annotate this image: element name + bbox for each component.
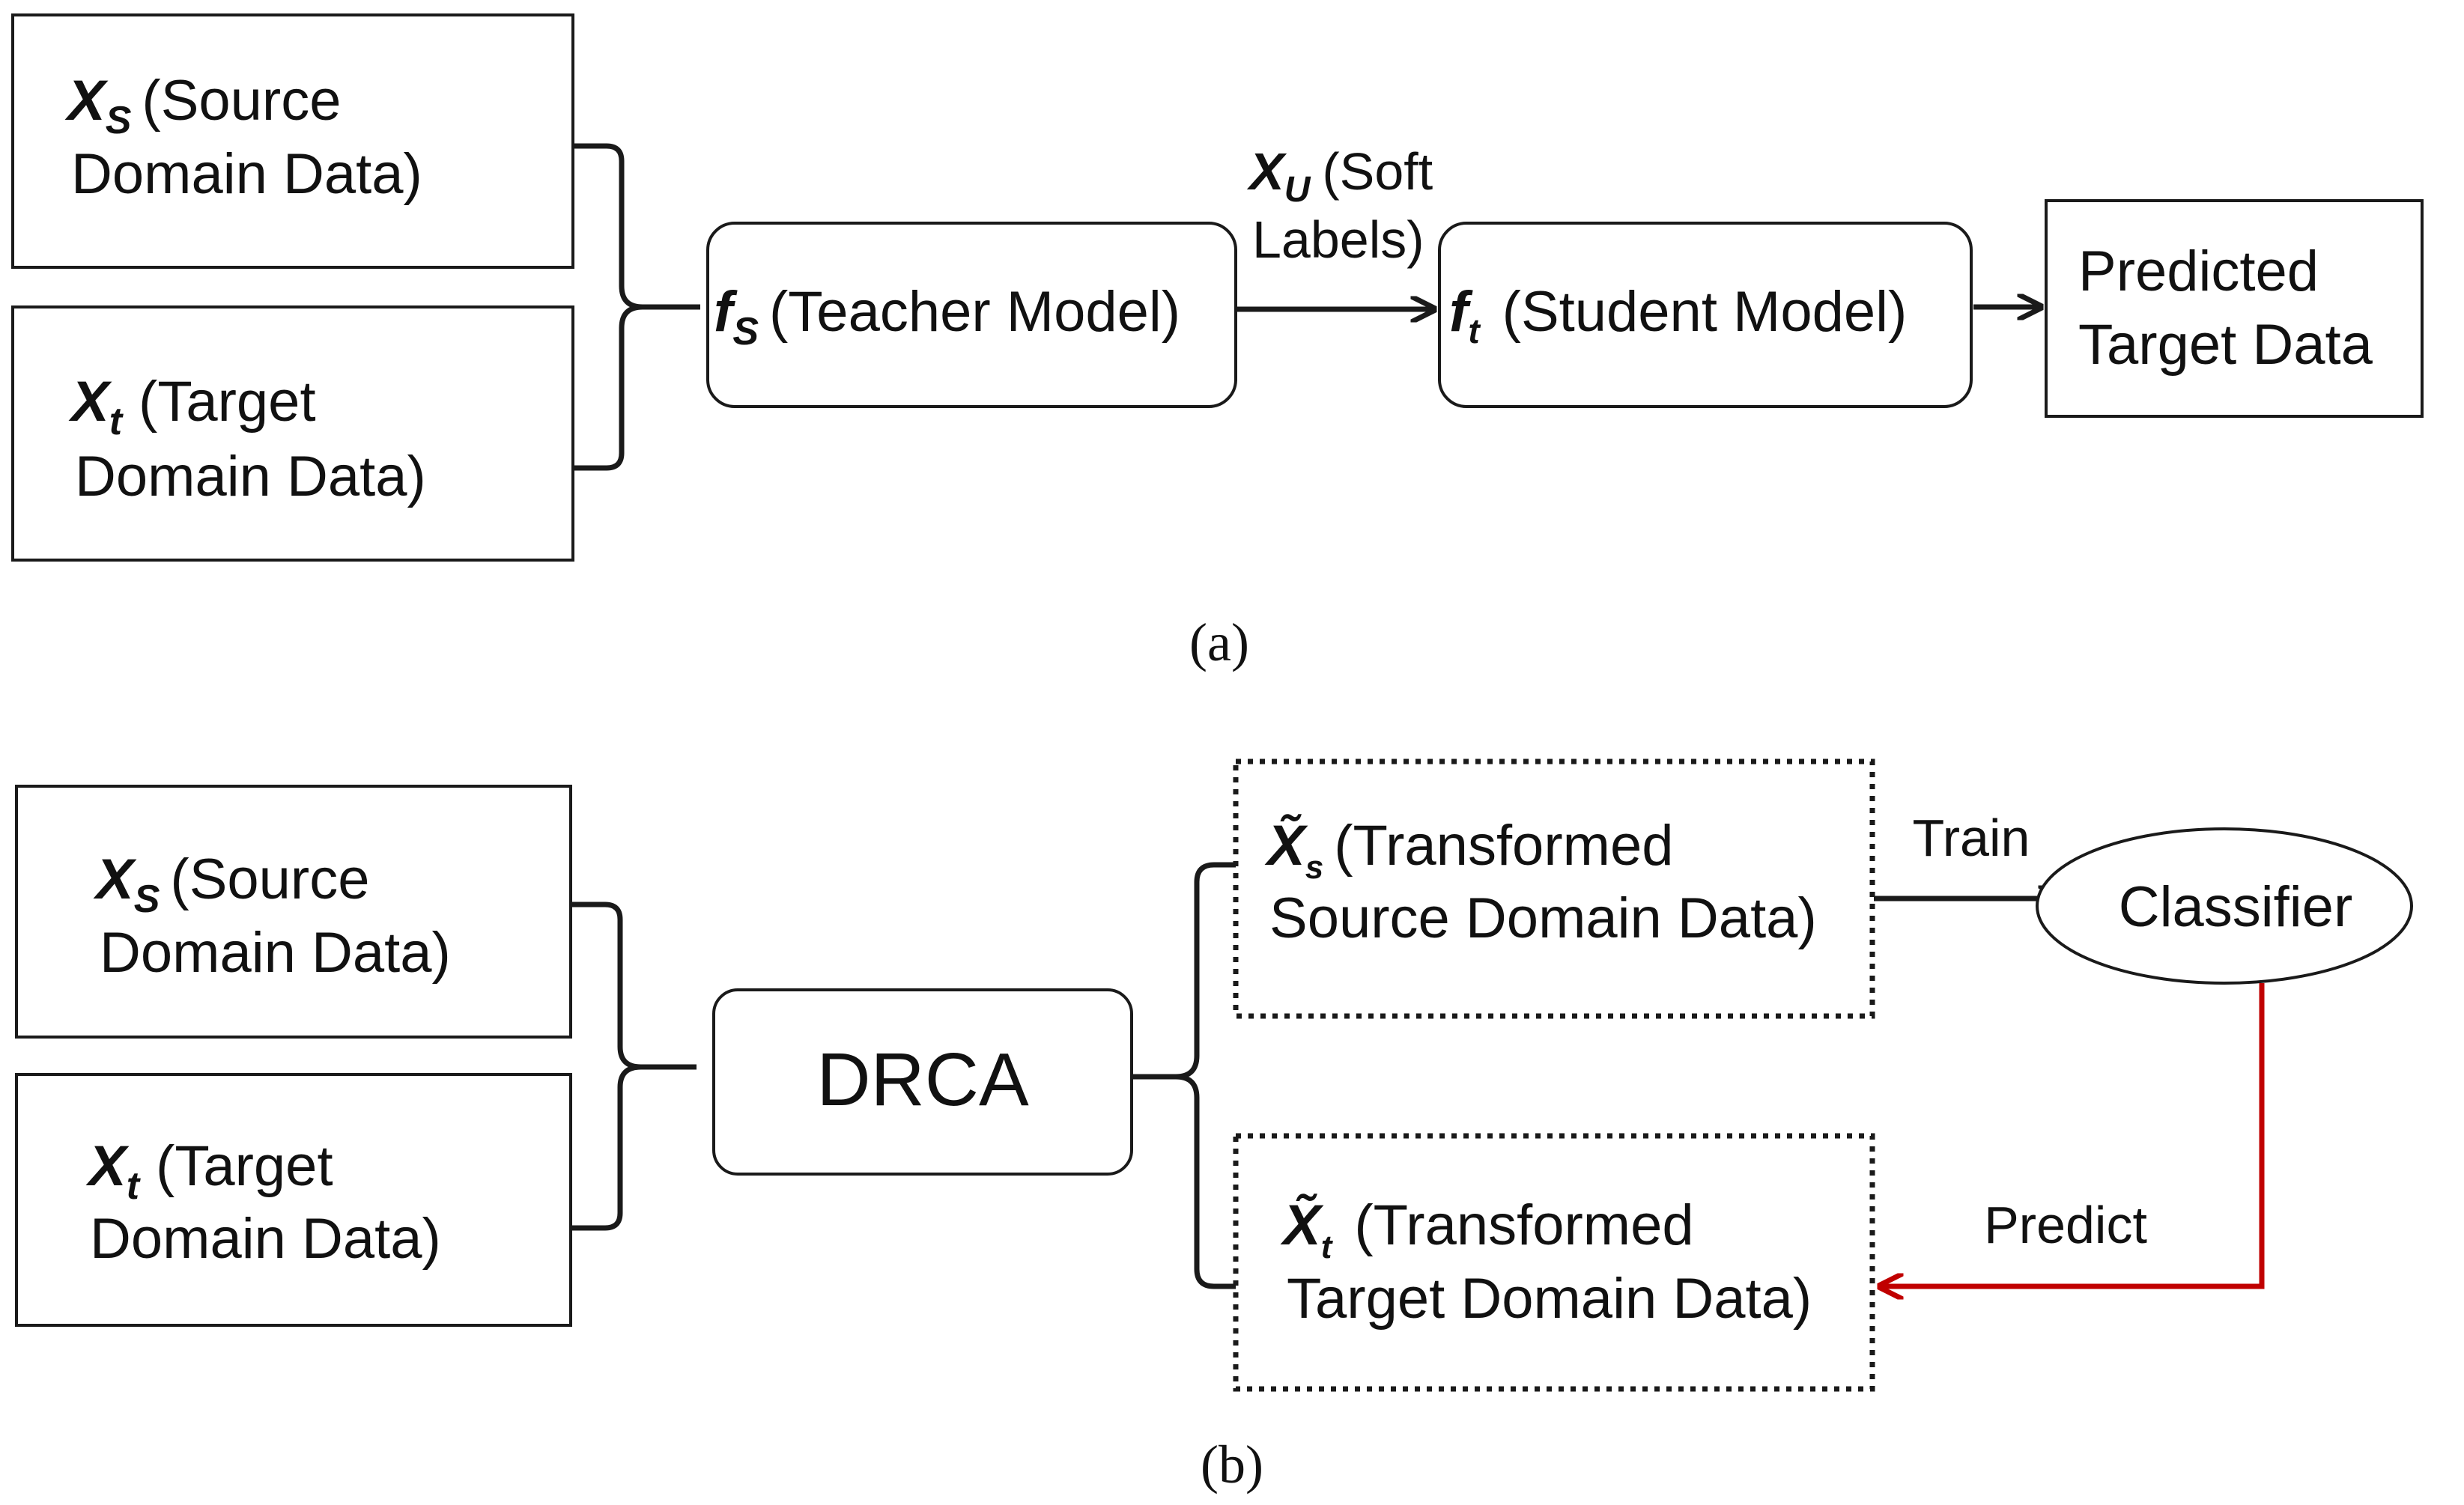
- b-tsource-line1: (Transformed: [1334, 814, 1673, 878]
- b-ttarget-line2: Target Domain Data): [1287, 1267, 1812, 1331]
- a-soft-symbol: X: [1246, 142, 1287, 201]
- a-target-symbol: X: [68, 370, 112, 434]
- b-tsource-subscript: s: [1305, 849, 1323, 886]
- b-drca-label: DRCA: [816, 1038, 1029, 1122]
- svg-text:XU(Soft: XU (Soft: [1246, 142, 1433, 210]
- a-teacher-text: (Teacher Model): [769, 280, 1180, 344]
- a-target-line1: (Target: [139, 370, 316, 434]
- a-input-brace: [573, 143, 700, 471]
- b-source-subscript: S: [134, 878, 160, 921]
- a-teacher-model-box: fS(Teacher Model): [706, 222, 1237, 408]
- a-caption: (a): [1189, 612, 1249, 672]
- svg-text:XS(Source: XS(Source: [93, 848, 370, 921]
- a-soft-subscript: U: [1284, 170, 1311, 210]
- b-source-line2: Domain Data): [100, 921, 451, 985]
- b-drca-box: DRCA: [712, 988, 1133, 1176]
- b-train-label: Train: [1913, 809, 2030, 867]
- a-source-line1: (Source: [142, 69, 341, 133]
- b-ttarget-line1: (Transformed: [1354, 1194, 1693, 1257]
- panel-a: XS(Source Domain Data) Xt(Target Domain …: [11, 13, 2424, 672]
- a-teacher-subscript: S: [732, 310, 759, 353]
- b-ttarget-subscript: t: [1321, 1229, 1334, 1265]
- b-source-domain-box: XS(Source Domain Data): [15, 785, 572, 1039]
- a-predicted-target-box: Predicted Target Data: [2045, 199, 2424, 418]
- b-tsource-symbol: X̃: [1264, 814, 1308, 878]
- svg-text:fS(Teacher Model): fS(Teacher Model): [714, 280, 1180, 353]
- b-source-symbol: X: [93, 848, 137, 911]
- a-predicted-line2: Target Data: [2078, 313, 2373, 377]
- svg-text:ft(Student Model): ft(Student Model): [1449, 280, 1907, 350]
- a-source-symbol: X: [64, 69, 109, 133]
- a-student-subscript: t: [1468, 311, 1481, 350]
- b-transformed-source-box: X̃s (Transformed Source Domain Data): [1233, 758, 1875, 1019]
- a-predicted-line1: Predicted: [2078, 240, 2319, 303]
- a-target-line2: Domain Data): [75, 445, 426, 508]
- b-target-subscript: t: [127, 1164, 142, 1208]
- svg-text:XS(Source: XS(Source: [64, 69, 342, 142]
- b-input-brace: [571, 902, 697, 1231]
- b-target-line2: Domain Data): [90, 1207, 441, 1271]
- b-output-brace: [1133, 862, 1237, 1289]
- svg-text:X̃t(Transformed: X̃t (Transformed: [1280, 1194, 1694, 1265]
- svg-text:X̃s(Transformed: X̃s (Transformed: [1264, 814, 1673, 886]
- a-target-subscript: t: [109, 400, 124, 443]
- panel-b: XS(Source Domain Data) Xt(Target Domain …: [15, 758, 2413, 1495]
- a-source-line2: Domain Data): [71, 142, 422, 206]
- b-classifier-label: Classifier: [2119, 875, 2353, 939]
- b-target-domain-box: Xt (Target Domain Data): [15, 1073, 572, 1327]
- b-ttarget-symbol: X̃: [1280, 1194, 1324, 1257]
- a-soft-line2: Labels): [1252, 210, 1424, 269]
- b-target-line1: (Target: [156, 1134, 333, 1198]
- b-target-symbol: X: [85, 1134, 130, 1198]
- b-source-line1: (Source: [170, 848, 369, 911]
- a-source-domain-box: XS(Source Domain Data): [11, 13, 574, 269]
- b-predict-label: Predict: [1984, 1196, 2147, 1254]
- b-tsource-line2: Source Domain Data): [1269, 887, 1817, 950]
- a-source-subscript: S: [106, 99, 132, 142]
- a-target-domain-box: Xt (Target Domain Data): [11, 305, 574, 562]
- a-soft-labels-label: XU (Soft Labels): [1246, 142, 1433, 269]
- b-classifier-node: Classifier: [2036, 827, 2413, 985]
- b-caption: (b): [1201, 1435, 1263, 1495]
- b-transformed-target-box: X̃t (Transformed Target Domain Data): [1233, 1133, 1875, 1392]
- a-student-text: (Student Model): [1502, 280, 1908, 344]
- a-student-model-box: ft(Student Model): [1438, 222, 1973, 408]
- a-soft-line1: (Soft: [1322, 142, 1433, 201]
- b-predict-arrow: [1880, 983, 2265, 1286]
- svg-text:Xt(Target: Xt (Target: [85, 1134, 333, 1208]
- svg-text:Xt(Target: Xt (Target: [68, 370, 316, 443]
